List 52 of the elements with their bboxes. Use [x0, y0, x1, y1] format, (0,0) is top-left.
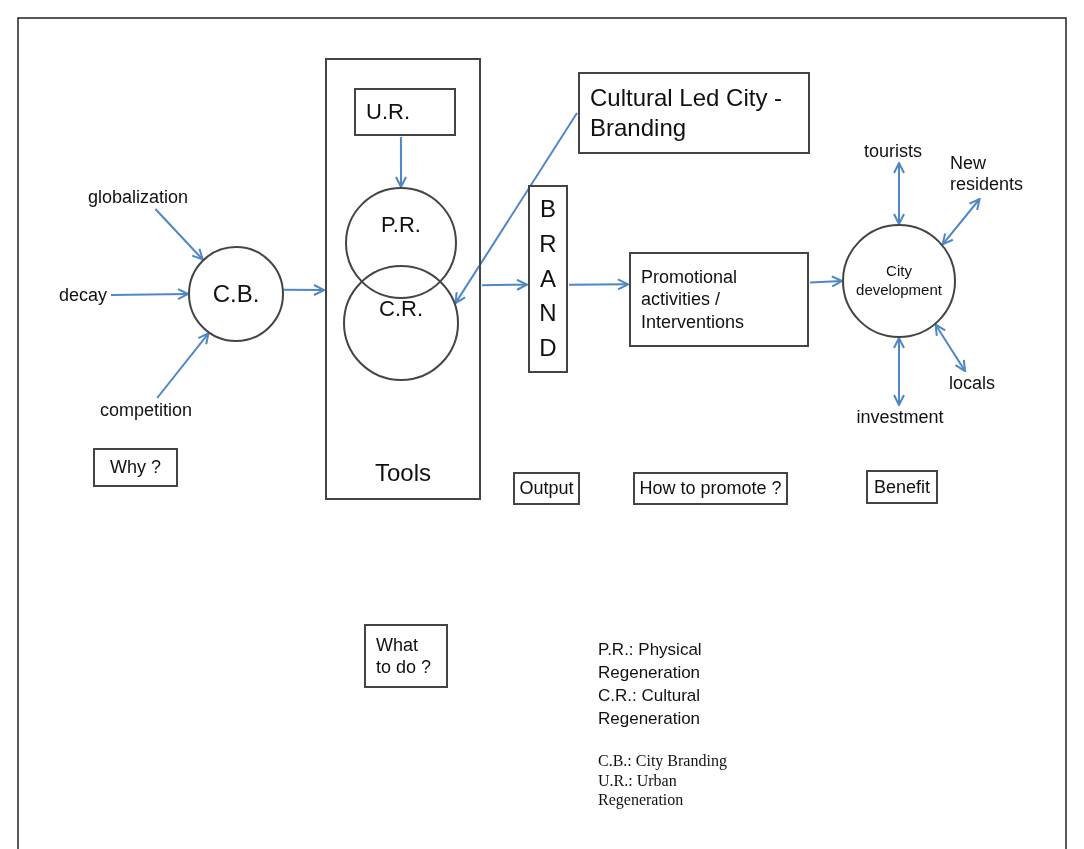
abbreviation-note: P.R.: Physical Regeneration — [598, 639, 703, 684]
tools-panel — [325, 58, 481, 500]
label-box — [866, 470, 938, 504]
circle-label: P.R. — [381, 211, 421, 239]
node-label: globalization — [80, 186, 196, 208]
concept-circle — [188, 246, 284, 342]
node-label: locals — [944, 372, 1000, 394]
node-label: decay — [56, 284, 110, 306]
abbreviation-note: U.R.: Urban Regeneration — [598, 771, 685, 809]
node-label: tourists — [858, 140, 928, 162]
circle-label: City development — [855, 262, 943, 300]
label-box — [93, 448, 178, 487]
box-label: U.R. — [366, 98, 410, 126]
arrow — [282, 284, 325, 296]
arrow — [809, 275, 843, 288]
concept-circle — [842, 224, 956, 338]
arrow — [110, 288, 189, 301]
arrow — [156, 332, 210, 399]
box-label: Benefit — [873, 475, 930, 499]
box-label: What to do ? — [376, 633, 433, 679]
label-box — [513, 472, 580, 505]
concept-circle — [343, 265, 459, 381]
arrow — [568, 278, 629, 291]
arrow — [395, 136, 407, 188]
label-box — [629, 252, 809, 347]
arrow — [893, 337, 905, 406]
concept-circle — [345, 187, 457, 299]
brand-box — [528, 185, 568, 373]
box-label: Promotional activities / Interventions — [641, 265, 746, 334]
arrow — [481, 278, 528, 291]
arrow — [941, 198, 981, 246]
label-box — [578, 72, 810, 154]
arrow — [934, 323, 966, 372]
label-box — [364, 624, 448, 688]
circle-label: C.R. — [379, 295, 423, 323]
abbreviation-note: C.B.: City Branding — [598, 751, 728, 770]
node-label: investment — [850, 406, 950, 428]
box-label: Cultural Led City - Branding — [590, 83, 784, 143]
box-label: Why ? — [110, 456, 161, 479]
label-box — [633, 472, 788, 505]
vertical-label: BRAND — [538, 194, 558, 364]
node-label: New residents — [940, 150, 1030, 198]
panel-title: Tools — [374, 458, 432, 488]
arrow — [154, 208, 204, 261]
label-box — [354, 88, 456, 136]
box-label: Output — [519, 477, 574, 500]
box-label: How to promote ? — [639, 477, 782, 500]
circle-label: C.B. — [212, 279, 260, 309]
arrow — [454, 112, 578, 305]
arrow — [893, 162, 905, 225]
node-label: competition — [90, 399, 202, 421]
abbreviation-note: C.R.: Cultural Regeneration — [598, 685, 702, 730]
